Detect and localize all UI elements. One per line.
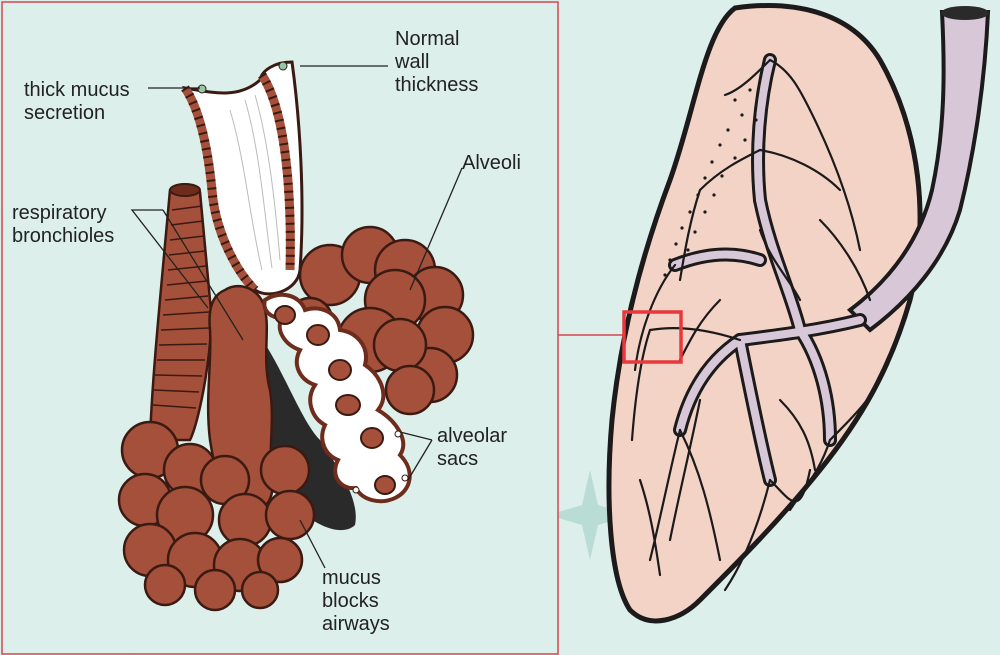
label-alveoli: Alveoli [462, 152, 521, 175]
label-respiratory-bronchioles: respiratory bronchioles [12, 202, 114, 248]
label-thick-mucus: thick mucus secretion [24, 79, 130, 125]
label-mucus-blocks: mucus blocks airways [322, 567, 390, 636]
label-normal-wall: Normal wall thickness [395, 28, 478, 97]
inset-panel: thick mucus secretion Normal wall thickn… [0, 0, 624, 655]
trachea-opening [941, 6, 989, 20]
label-alveolar-sacs: alveolar sacs [437, 425, 507, 471]
